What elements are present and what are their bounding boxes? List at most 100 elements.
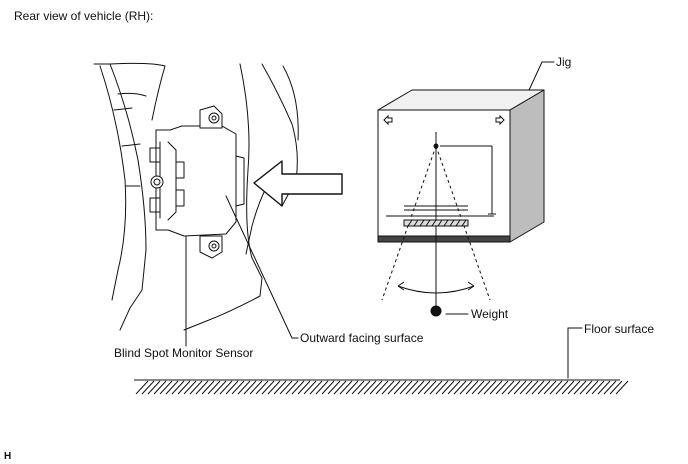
floor-hatch-line [183, 380, 197, 395]
floor-hatch-line [381, 380, 395, 395]
floor-hatch-line [219, 380, 233, 395]
width-dimension [386, 205, 494, 217]
floor-hatch-line [507, 380, 521, 395]
floor-hatch-line [495, 380, 509, 395]
floor-hatch-line [489, 380, 503, 395]
floor-hatch-line [411, 380, 425, 395]
floor-hatch-line [477, 380, 491, 395]
floor-hatch-line [405, 380, 419, 395]
floor-hatch-line [315, 380, 329, 395]
floor-hatch-line [393, 380, 407, 395]
floor-hatch-line [153, 380, 167, 395]
floor-hatch-line [321, 380, 335, 395]
floor-hatch-line [465, 380, 479, 395]
floor-hatch-line [555, 380, 569, 395]
floor-hatch-line [285, 380, 299, 395]
floor-hatch-line [243, 380, 257, 395]
floor-hatch-line [345, 380, 359, 395]
vehicle-bumper-outline [93, 62, 299, 331]
floor-hatch-line [255, 380, 269, 395]
direction-arrow [253, 160, 343, 207]
floor-hatch-line [483, 380, 497, 395]
jig-side-face [509, 89, 545, 243]
floor-hatch-line [435, 380, 449, 395]
arc-arrowhead-right [467, 281, 475, 291]
floor-hatch-line [195, 380, 209, 395]
floor-hatch-line [567, 380, 581, 395]
floor-hatch-line [609, 380, 623, 395]
floor-hatch-line [447, 380, 461, 395]
floor-hatch-line [513, 380, 527, 395]
floor-hatch-line [171, 380, 185, 395]
label-sensor: Blind Spot Monitor Sensor [114, 346, 254, 360]
floor-hatch-line [273, 380, 287, 395]
floor-hatch-line [525, 380, 539, 395]
jig-box [377, 89, 545, 243]
floor-hatch-line [615, 380, 629, 395]
floor-hatch-line [549, 380, 563, 395]
label-outward-surface: Outward facing surface [300, 331, 424, 345]
floor-hatch-line [387, 380, 401, 395]
floor-hatch-line [363, 380, 377, 395]
right-arrow-icon [495, 114, 505, 126]
floor-hatch-line [597, 380, 611, 395]
floor-hatch-line [603, 380, 617, 395]
arc-arrowhead-left [397, 281, 405, 291]
floor-hatch-line [177, 380, 191, 395]
floor-hatch-line [561, 380, 575, 395]
outward-surface-leader-line [225, 195, 299, 339]
floor-hatch-line [531, 380, 545, 395]
floor-hatch-line [291, 380, 305, 395]
floor-hatch-line [267, 380, 281, 395]
floor-hatch-line [579, 380, 593, 395]
floor-hatch-line [207, 380, 221, 395]
floor-hatch-line [453, 380, 467, 395]
floor-hatch-line [441, 380, 455, 395]
floor-hatch-line [135, 380, 149, 395]
floor-hatch-line [141, 380, 155, 395]
floor-hatch-line [225, 380, 239, 395]
swing-arc-arrow [397, 285, 475, 294]
floor-hatch-line [159, 380, 173, 395]
floor-hatch-line [351, 380, 365, 395]
floor-hatch-line [375, 380, 389, 395]
floor-leader-line [567, 327, 583, 379]
floor-hatch-line [573, 380, 587, 395]
floor-hatch-line [369, 380, 383, 395]
floor-hatch-line [417, 380, 431, 395]
floor-hatch-line [327, 380, 341, 395]
floor-hatch-line [423, 380, 437, 395]
floor-hatch-line [189, 380, 203, 395]
floor-hatch-line [165, 380, 179, 395]
blind-spot-monitor-sensor [149, 105, 245, 259]
floor-hatch-line [501, 380, 515, 395]
floor-hatch-line [279, 380, 293, 395]
floor-hatch-line [261, 380, 275, 395]
pendulum-assembly [381, 132, 496, 317]
floor-hatch-line [519, 380, 533, 395]
left-arrow-icon [383, 114, 393, 126]
floor-hatch-line [591, 380, 605, 395]
level-indicator [383, 114, 505, 126]
floor-hatch-line [231, 380, 245, 395]
floor-hatch-line [429, 380, 443, 395]
height-dimension [440, 145, 496, 215]
label-weight: Weight [471, 307, 509, 321]
floor-hatch-line [297, 380, 311, 395]
floor-hatch-line [333, 380, 347, 395]
diagram-heading: Rear view of vehicle (RH): [14, 9, 154, 23]
floor-hatch-line [339, 380, 353, 395]
scale-hatching [407, 219, 467, 227]
label-floor-surface: Floor surface [584, 322, 655, 336]
jig-base-strip [377, 235, 511, 243]
pendulum-weight [430, 305, 442, 317]
floor-hatch-line [357, 380, 371, 395]
figure-code: H [4, 451, 12, 462]
floor-hatch-line [147, 380, 161, 395]
floor-hatch-line [537, 380, 551, 395]
floor-hatch-line [249, 380, 263, 395]
floor-surface [134, 379, 629, 395]
floor-hatch-line [201, 380, 215, 395]
floor-hatch-line [237, 380, 251, 395]
floor-hatch-line [471, 380, 485, 395]
